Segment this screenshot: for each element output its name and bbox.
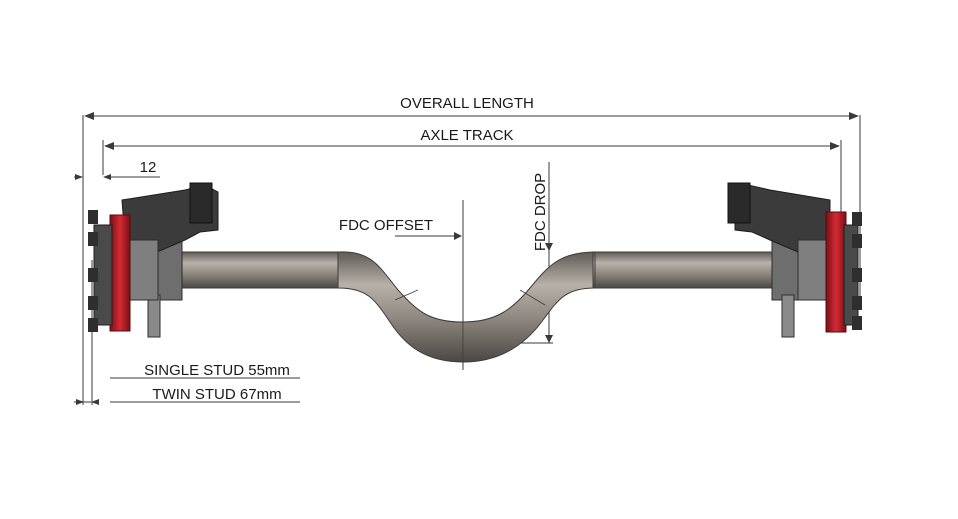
axle-track-label: AXLE TRACK xyxy=(420,127,513,144)
fdc-offset-label: FDC OFFSET xyxy=(339,217,433,234)
fdc-drop-dimension: FDC DROP xyxy=(520,162,553,344)
overall-length-dimension: OVERALL LENGTH xyxy=(82,95,861,405)
stud-length-dimension: SINGLE STUD 55mm TWIN STUD 67mm xyxy=(74,260,300,405)
twin-stud-label: TWIN STUD 67mm xyxy=(152,386,281,403)
single-stud-label: SINGLE STUD 55mm xyxy=(144,362,290,379)
axle-beam xyxy=(177,251,774,363)
overall-length-label: OVERALL LENGTH xyxy=(400,95,534,112)
axle-track-dimension: AXLE TRACK xyxy=(102,127,842,215)
stud-offset-label: 12 xyxy=(140,159,157,176)
fdc-drop-label: FDC DROP xyxy=(532,173,549,251)
left-hub-assembly xyxy=(88,182,219,338)
stud-offset-dimension: 12 xyxy=(74,159,160,180)
right-hub-assembly xyxy=(727,182,862,338)
